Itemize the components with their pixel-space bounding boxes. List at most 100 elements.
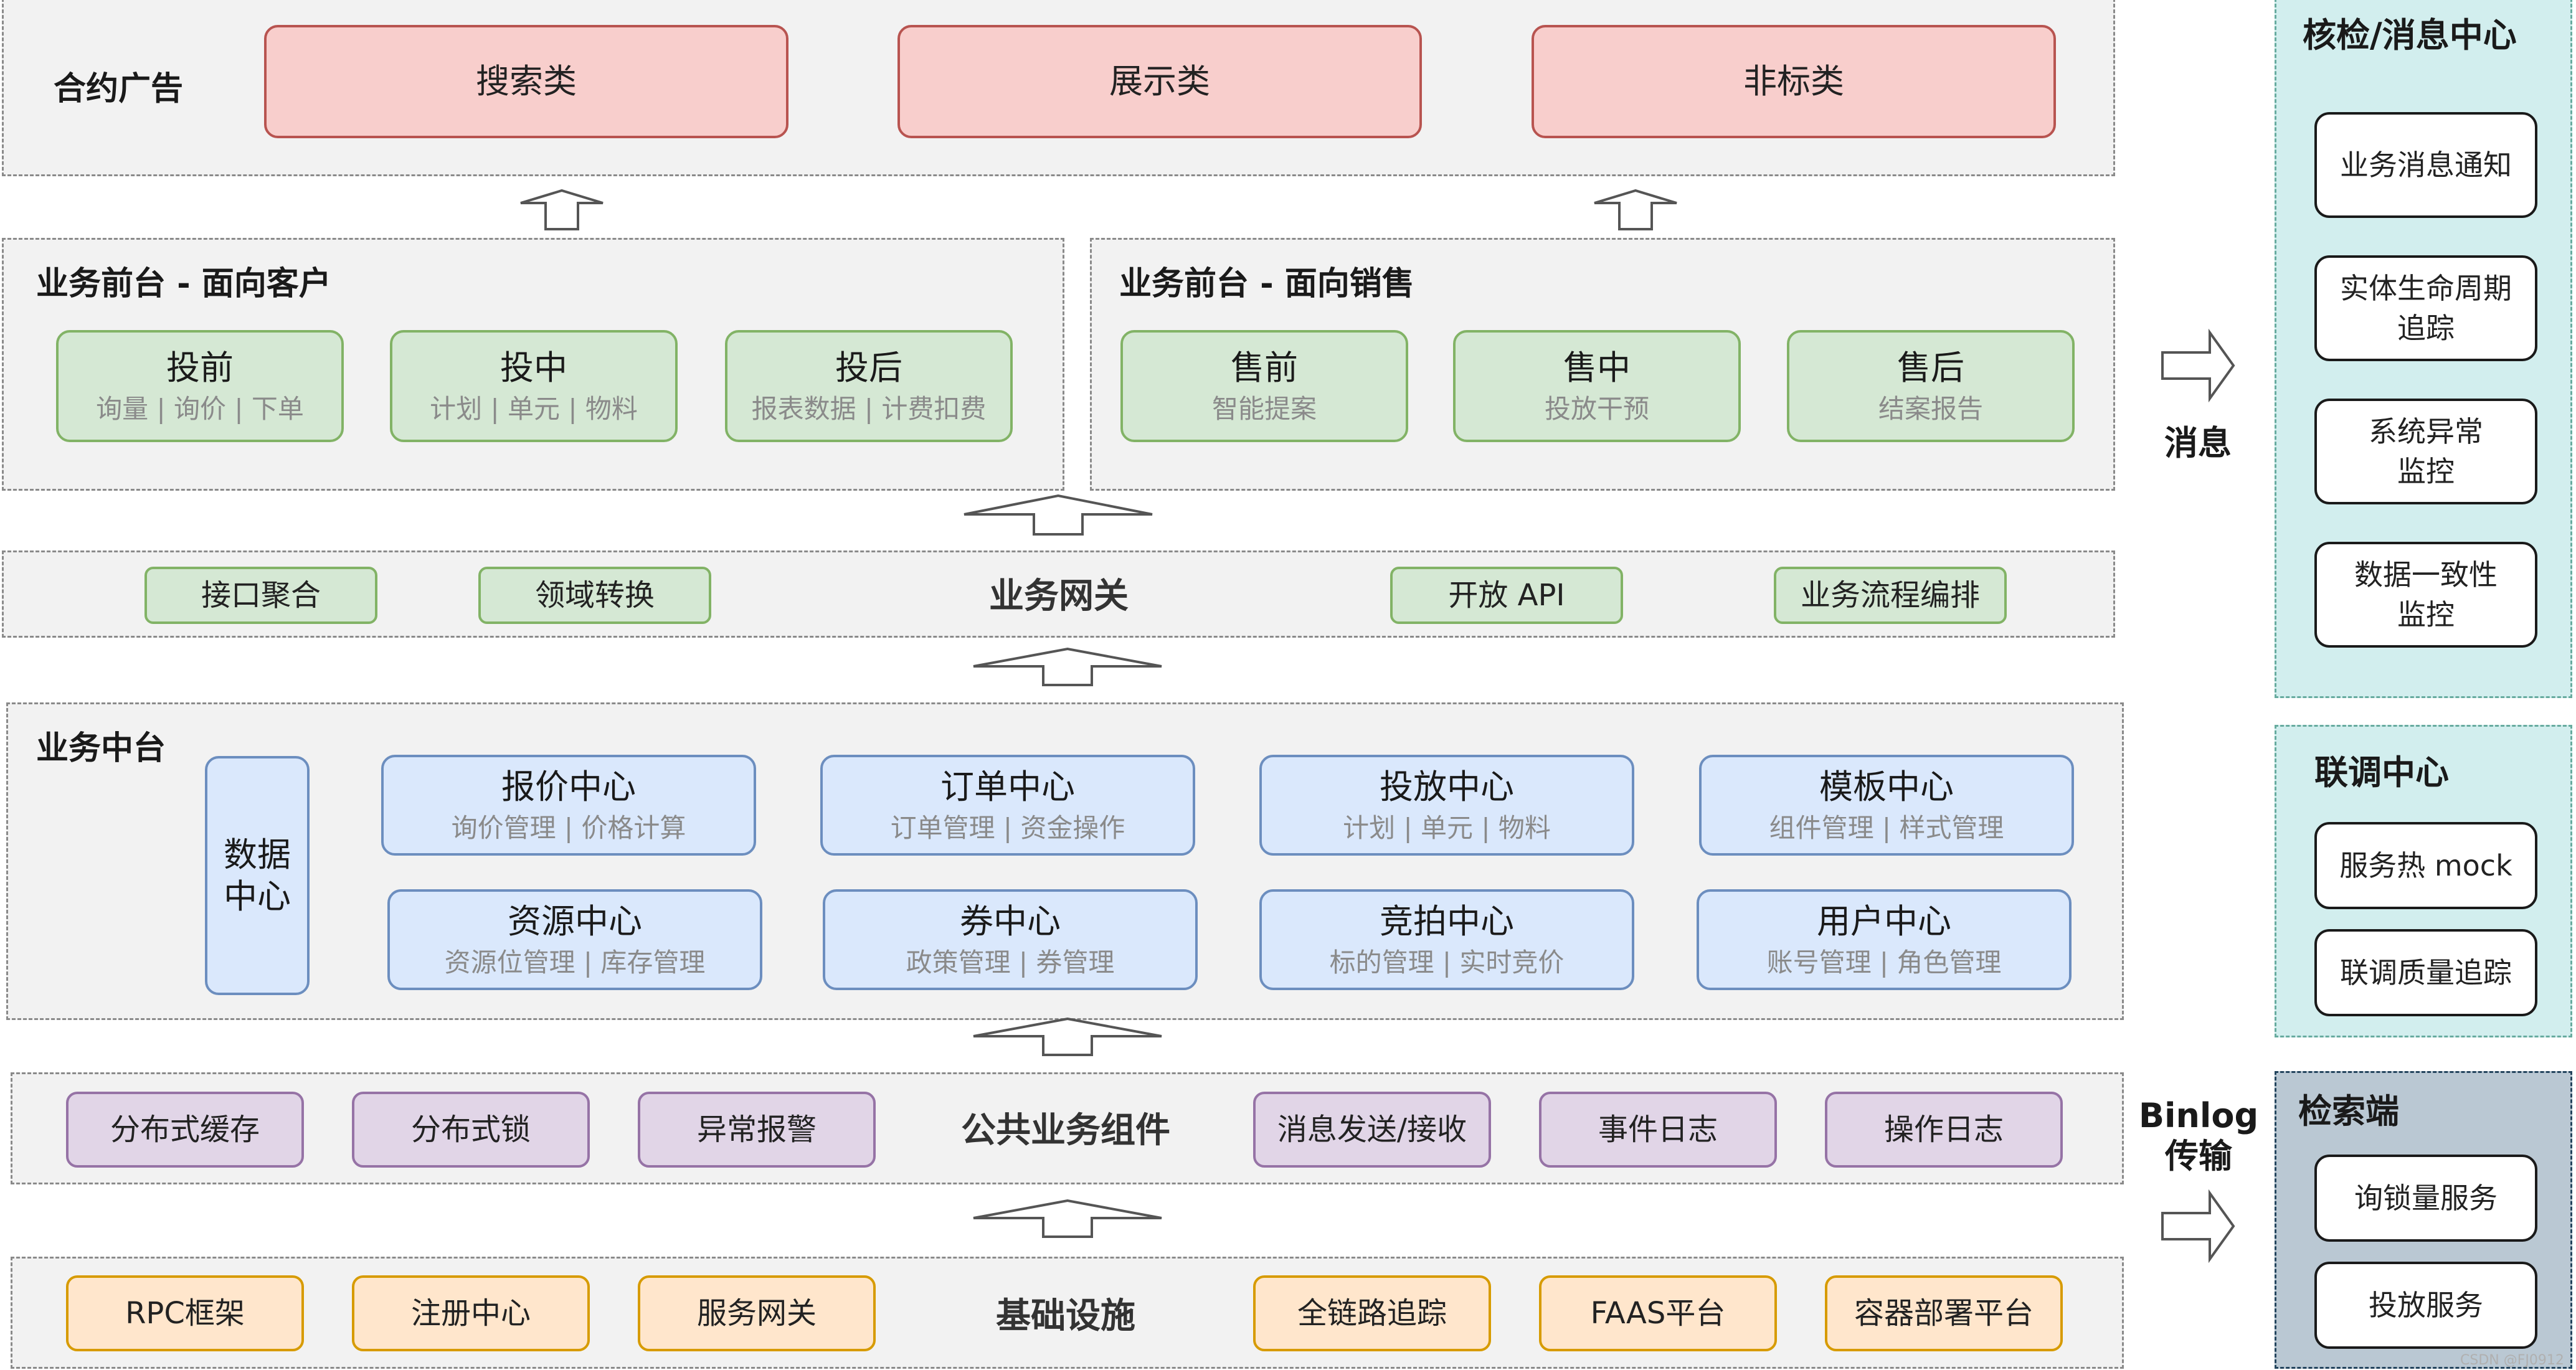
quote-center-name: 报价中心 [501,767,636,806]
front-sales-mid-desc: 投放干预 [1544,393,1649,424]
joint-center-hot-mock-label: 服务热 mock [2339,848,2512,882]
user-center-name: 用户中心 [1817,902,1951,941]
common-operation-log-label: 操作日志 [1883,1112,2004,1147]
check-center-business-notify: 业务消息通知 [2314,112,2537,218]
search-end-lock-service: 询锁量服务 [2314,1155,2537,1242]
up-arrow-icon [973,1017,1162,1056]
data-center-label: 数据 中心 [224,834,291,917]
infra-container-platform: 容器部署平台 [1825,1275,2063,1351]
gateway-domain-conversion-label: 领域转换 [534,578,655,613]
contract-ads-nonstandard-label: 非标类 [1743,62,1844,102]
common-exception-alert-label: 异常报警 [696,1112,817,1147]
search-end-delivery-service: 投放服务 [2314,1262,2537,1349]
gateway-process-orchestration-label: 业务流程编排 [1800,578,1980,613]
joint-center-quality-tracking-label: 联调质量追踪 [2340,955,2512,990]
common-distributed-cache: 分布式缓存 [66,1092,304,1168]
check-center-business-notify-label: 业务消息通知 [2340,148,2512,182]
coupon-center: 券中心 政策管理 | 券管理 [823,889,1198,990]
up-arrow-icon [964,494,1153,536]
common-distributed-cache-label: 分布式缓存 [110,1112,260,1147]
quote-center-desc: 询价管理 | 价格计算 [451,812,686,843]
front-sales-pre: 售前 智能提案 [1120,330,1408,442]
infra-registry-center-label: 注册中心 [410,1296,531,1331]
up-arrow-icon [973,1199,1162,1238]
contract-ads-search-label: 搜索类 [476,62,577,102]
infra-full-link-tracing: 全链路追踪 [1253,1275,1491,1351]
front-customer-pre-name: 投前 [166,348,234,387]
binlog-label: Binlog 传输 [2138,1096,2259,1176]
gateway-title: 业务网关 [989,576,1129,616]
up-arrow-icon [520,189,604,230]
check-center-system-monitor: 系统异常 监控 [2314,399,2537,504]
up-arrow-icon [1594,189,1677,230]
delivery-center-name: 投放中心 [1380,767,1514,806]
front-customer-mid-name: 投中 [500,348,567,387]
common-distributed-lock-label: 分布式锁 [410,1112,531,1147]
infra-service-gateway-label: 服务网关 [696,1296,817,1331]
front-customer-post-desc: 报表数据 | 计费扣费 [751,393,987,424]
common-distributed-lock: 分布式锁 [352,1092,590,1168]
check-center-system-monitor-label: 系统异常 监控 [2369,414,2483,488]
template-center-name: 模板中心 [1819,767,1954,806]
front-customer-pre-desc: 询量 | 询价 | 下单 [96,393,304,424]
common-exception-alert: 异常报警 [638,1092,876,1168]
middle-title: 业务中台 [36,730,166,767]
auction-center-name: 竞拍中心 [1380,902,1514,941]
front-customer-pre: 投前 询量 | 询价 | 下单 [56,330,344,442]
contract-ads-title: 合约广告 [54,70,184,108]
order-center-name: 订单中心 [940,767,1075,806]
check-center-lifecycle-tracking-label: 实体生命周期 追踪 [2340,271,2512,345]
resource-center-name: 资源中心 [508,902,642,941]
infra-faas-platform-label: FAAS平台 [1590,1296,1726,1331]
common-message-send-receive: 消息发送/接收 [1253,1092,1491,1168]
data-center: 数据 中心 [205,756,310,995]
infra-registry-center: 注册中心 [352,1275,590,1351]
auction-center-desc: 标的管理 | 实时竞价 [1329,947,1565,978]
order-center-desc: 订单管理 | 资金操作 [890,812,1125,843]
gateway-open-api: 开放 API [1390,567,1623,624]
search-end-delivery-service-label: 投放服务 [2369,1288,2483,1322]
quote-center: 报价中心 询价管理 | 价格计算 [381,755,756,856]
front-sales-post-name: 售后 [1897,348,1964,387]
coupon-center-name: 券中心 [960,902,1061,941]
up-arrow-icon [973,647,1162,686]
infra-full-link-tracing-label: 全链路追踪 [1297,1296,1447,1331]
check-center-lifecycle-tracking: 实体生命周期 追踪 [2314,255,2537,361]
template-center: 模板中心 组件管理 | 样式管理 [1699,755,2074,856]
gateway-open-api-label: 开放 API [1448,578,1565,613]
template-center-desc: 组件管理 | 样式管理 [1769,812,2004,843]
common-title: 公共业务组件 [961,1110,1170,1151]
resource-center: 资源中心 资源位管理 | 库存管理 [387,889,762,990]
watermark: CSDN @FJ0912 [2460,1353,2564,1368]
gateway-domain-conversion: 领域转换 [478,567,711,624]
common-event-log-label: 事件日志 [1598,1112,1718,1147]
front-sales-post: 售后 结案报告 [1787,330,2075,442]
search-end-title: 检索端 [2298,1092,2399,1131]
gateway-process-orchestration: 业务流程编排 [1774,567,2007,624]
delivery-center-desc: 计划 | 单元 | 物料 [1343,812,1551,843]
order-center: 订单中心 订单管理 | 资金操作 [820,755,1195,856]
user-center-desc: 账号管理 | 角色管理 [1766,947,2002,978]
common-message-send-receive-label: 消息发送/接收 [1277,1112,1467,1147]
gateway-interface-aggregation-label: 接口聚合 [201,578,321,613]
front-sales-pre-name: 售前 [1231,348,1298,387]
check-center-title: 核检/消息中心 [2303,16,2517,55]
contract-ads-display: 展示类 [897,25,1422,138]
message-label: 消息 [2164,423,2232,463]
auction-center: 竞拍中心 标的管理 | 实时竞价 [1259,889,1634,990]
gateway-interface-aggregation: 接口聚合 [144,567,377,624]
infra-service-gateway: 服务网关 [638,1275,876,1351]
coupon-center-desc: 政策管理 | 券管理 [906,947,1115,978]
front-customer-mid: 投中 计划 | 单元 | 物料 [390,330,678,442]
resource-center-desc: 资源位管理 | 库存管理 [444,947,706,978]
front-sales-mid-name: 售中 [1563,348,1631,387]
infra-faas-platform: FAAS平台 [1539,1275,1777,1351]
common-event-log: 事件日志 [1539,1092,1777,1168]
front-customer-title: 业务前台 - 面向客户 [36,265,331,303]
front-sales-post-desc: 结案报告 [1878,393,1983,424]
check-center-consistency-monitor-label: 数据一致性 监控 [2354,557,2498,631]
delivery-center: 投放中心 计划 | 单元 | 物料 [1259,755,1634,856]
joint-center-title: 联调中心 [2314,753,2449,792]
common-operation-log: 操作日志 [1825,1092,2063,1168]
contract-ads-search: 搜索类 [264,25,788,138]
